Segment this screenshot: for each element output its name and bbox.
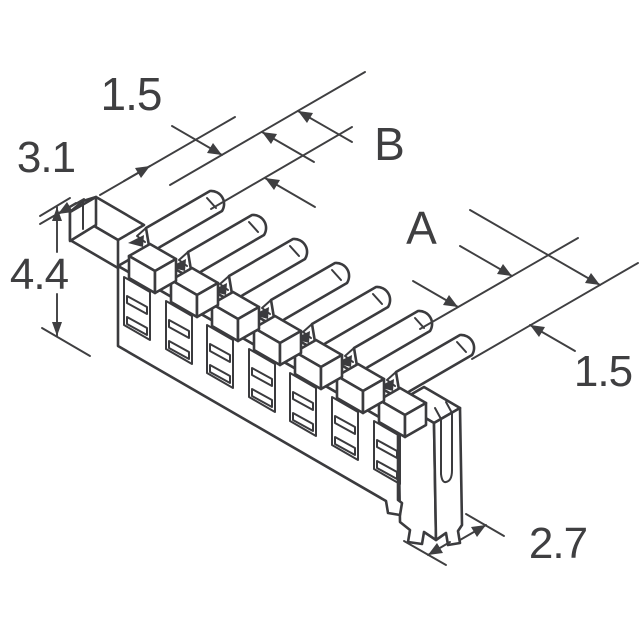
dimension-pitch-right (412, 280, 576, 352)
dimension-pitch-top (171, 125, 316, 208)
contact (127, 189, 226, 295)
contact-window (289, 372, 317, 437)
dimension-height (39, 197, 91, 357)
extension-line-end-block (99, 116, 236, 196)
contacts (127, 189, 476, 439)
contact (377, 333, 476, 439)
contact-window (123, 276, 151, 341)
mounting-slot (434, 401, 453, 484)
housing-front-face (116, 264, 404, 517)
housing-left-end-wall (68, 195, 146, 270)
tick-top (39, 197, 71, 217)
label-span-a: A (406, 202, 437, 254)
contact (169, 213, 268, 319)
dimension-annotations: 1.5 3.1 B A 4.4 1.5 2.7 (10, 68, 639, 568)
extension-line-contact-2 (210, 126, 353, 210)
label-end-offset: 3.1 (17, 133, 75, 182)
contact-window (248, 348, 276, 413)
extension-line-housing-end (471, 262, 639, 360)
contact (210, 237, 309, 343)
contact (335, 309, 434, 415)
dimension-span-b (261, 131, 513, 277)
contact-window (331, 396, 359, 461)
extension-line-contact-7 (419, 237, 579, 330)
contact (293, 285, 392, 391)
dimension-end-offset (39, 165, 151, 225)
right-wall-end-face (432, 406, 464, 547)
label-height: 4.4 (10, 250, 69, 299)
contact (252, 261, 351, 367)
contact-window (165, 300, 193, 365)
tick-depth-lower (403, 540, 447, 566)
dimension-depth (403, 513, 505, 566)
label-depth: 2.7 (529, 519, 587, 568)
label-pitch-right: 1.5 (574, 347, 632, 396)
contact-window (373, 420, 401, 485)
extension-line-contact-1 (169, 71, 366, 186)
contact-window (206, 324, 234, 389)
dimension-span-a (297, 110, 601, 286)
connector-housing (68, 189, 476, 547)
label-span-b: B (374, 118, 404, 170)
label-pitch-top: 1.5 (101, 68, 162, 120)
tick-bottom (41, 327, 91, 357)
